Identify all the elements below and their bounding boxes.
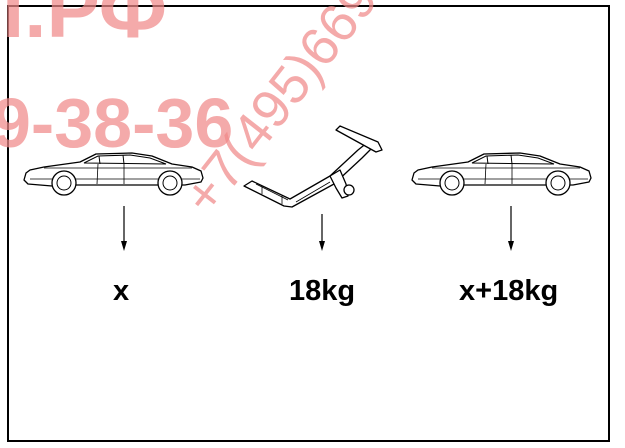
weight-arrow-left — [121, 206, 127, 251]
diagram-frame — [7, 5, 610, 442]
weight-arrow-middle — [319, 214, 325, 251]
vehicle-weight-label: x — [113, 275, 130, 307]
total-weight-label: x+18kg — [459, 275, 559, 307]
vehicle-left — [23, 152, 204, 196]
weight-arrow-right — [508, 206, 514, 251]
vehicle-right — [411, 152, 592, 196]
towbar — [243, 125, 383, 208]
towbar-weight-label: 18kg — [289, 275, 356, 307]
